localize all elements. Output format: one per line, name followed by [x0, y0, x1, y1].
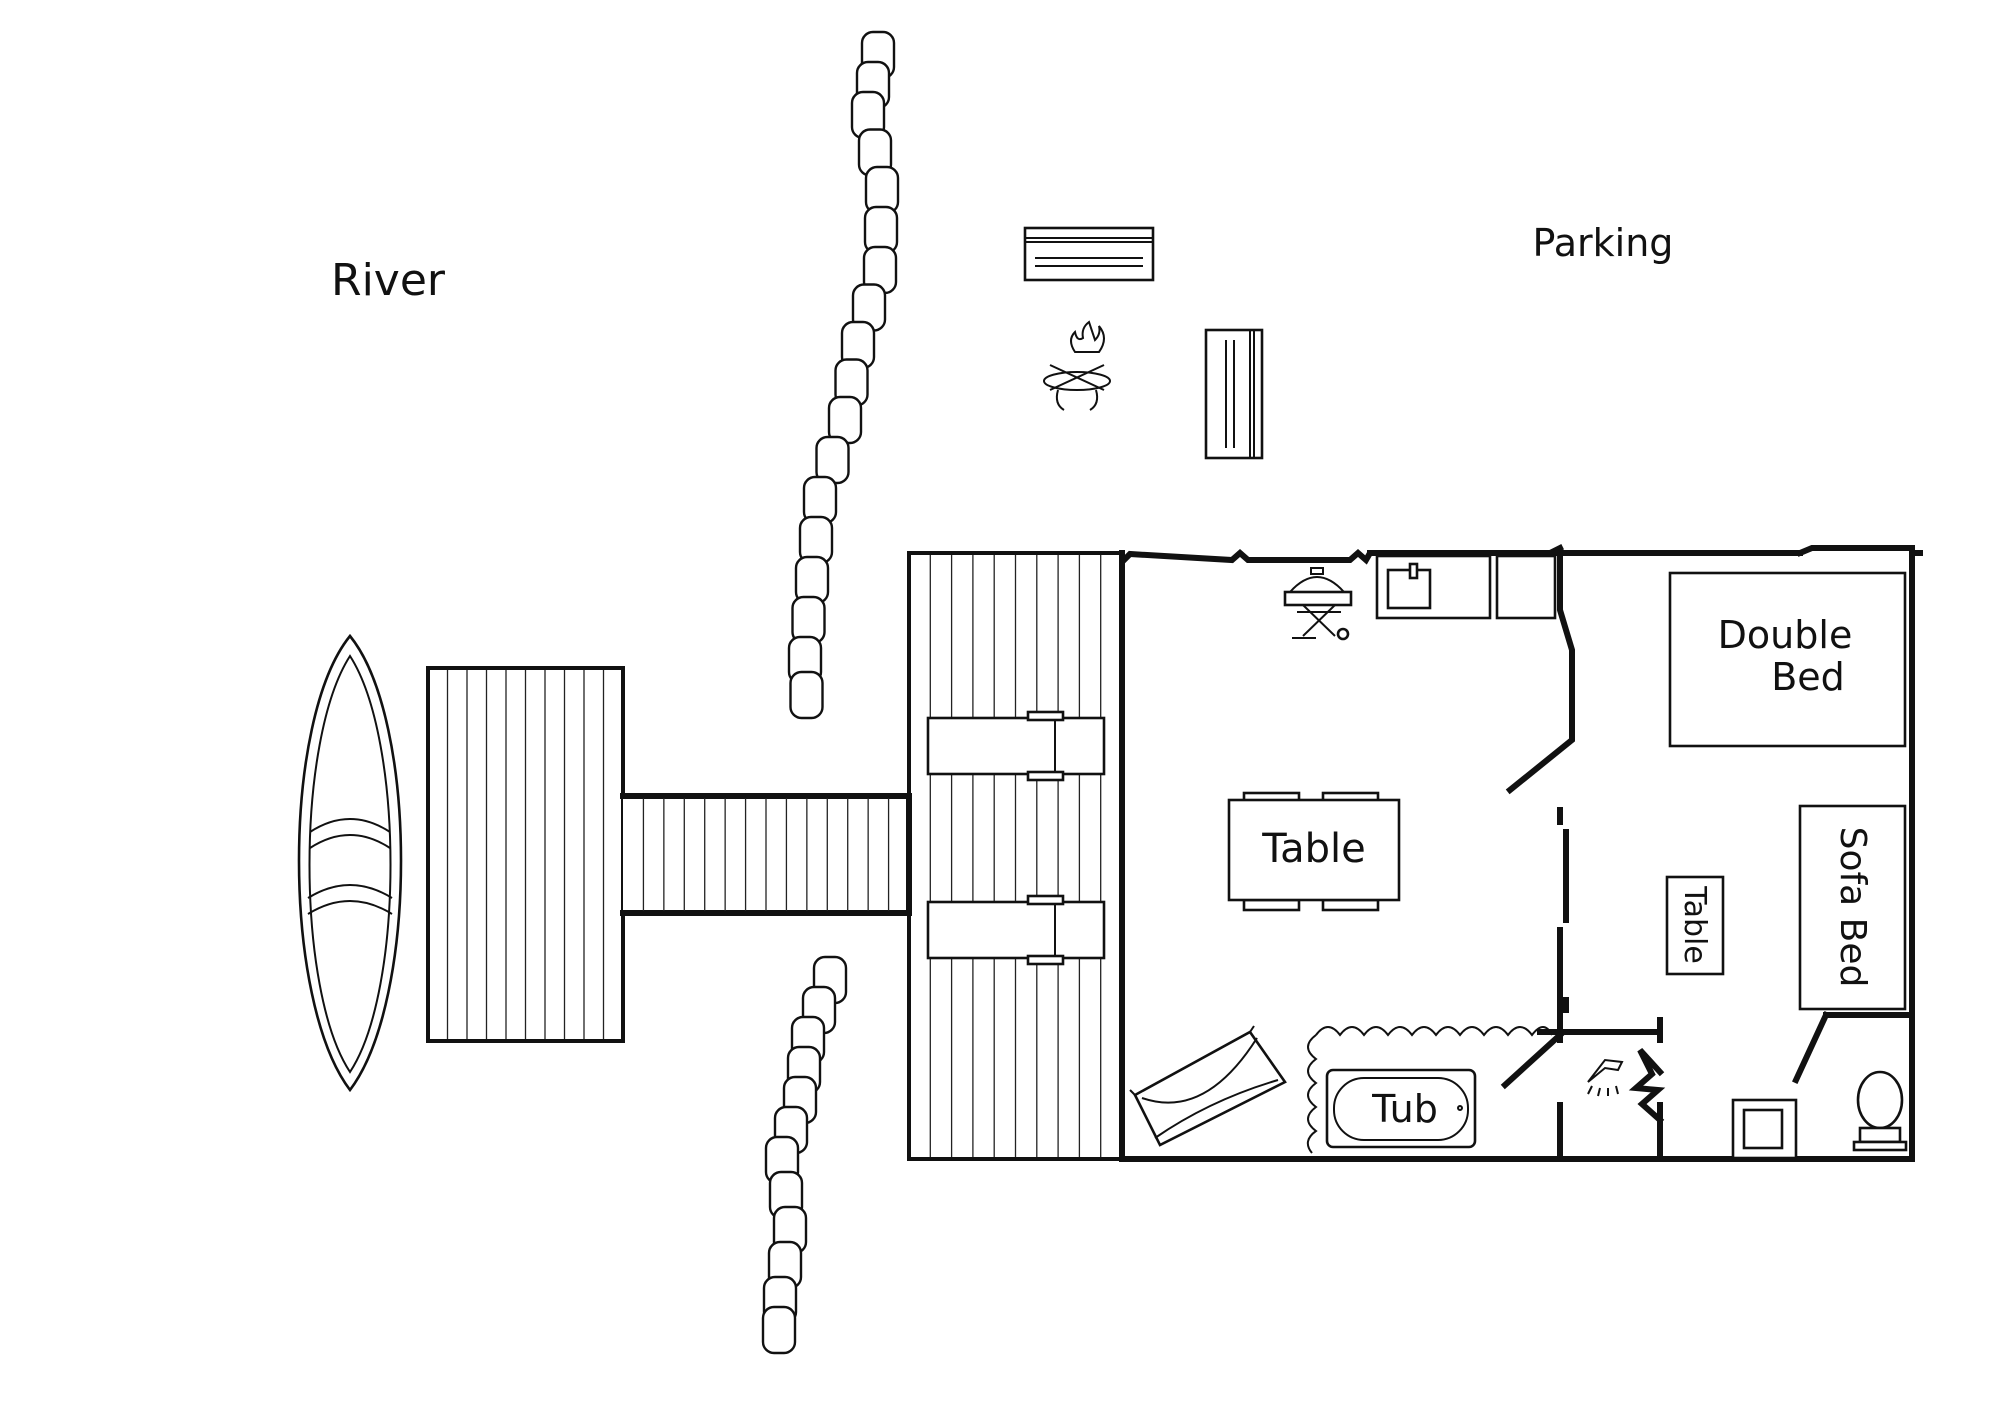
double-bed-label-line2: Bed: [1771, 655, 1845, 699]
bench-horizontal: [1023, 226, 1155, 282]
stone-wall-upper: [787, 30, 900, 720]
side-table: Table: [1665, 875, 1725, 976]
side-table-label: Table: [1677, 885, 1712, 964]
bathtub: Tub: [1306, 1026, 1553, 1154]
walkway: [620, 793, 912, 916]
firepit-icon: [1043, 320, 1111, 411]
river-label: River: [331, 255, 446, 306]
double-bed: Double Bed: [1668, 571, 1907, 748]
toilet-icon: [1852, 1070, 1908, 1152]
sofa-bed: Sofa Bed: [1798, 804, 1907, 1011]
stone-icon: [761, 1305, 797, 1355]
parking-label: Parking: [1533, 221, 1674, 265]
dining-table: Table: [1227, 791, 1401, 912]
bench-vertical: [1204, 328, 1264, 460]
sofa-bed-label: Sofa Bed: [1832, 827, 1873, 988]
hammock-icon: [1129, 1025, 1287, 1147]
tub-label: Tub: [1371, 1087, 1438, 1131]
shower-icon: [1587, 1058, 1624, 1097]
double-bed-label-line1: Double: [1718, 613, 1853, 657]
deck: [906, 551, 1124, 1161]
lounge-chair-icon: [926, 710, 1106, 782]
stone-wall-lower: [761, 955, 848, 1355]
lounge-chair-icon: [926, 894, 1106, 966]
table-label: Table: [1261, 826, 1365, 872]
grill-icon: [1283, 567, 1353, 641]
stove: [1495, 554, 1557, 620]
stone-icon: [789, 670, 824, 720]
vanity: [1731, 1098, 1798, 1160]
dock: [426, 666, 625, 1043]
sink-icon: [1375, 554, 1492, 620]
canoe-icon: [297, 633, 403, 1093]
